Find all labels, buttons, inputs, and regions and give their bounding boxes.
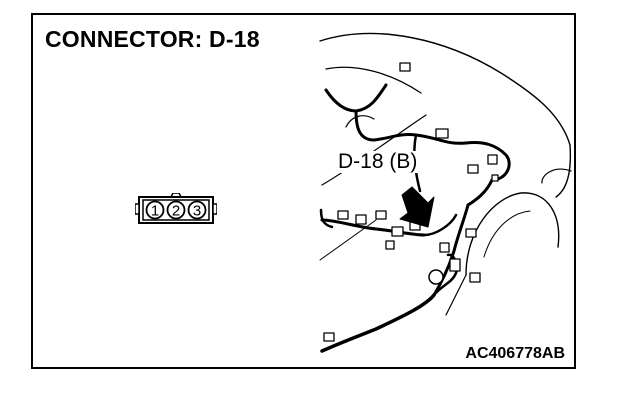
pin-2-label: 2 — [172, 203, 180, 220]
connector-d18-location — [375, 210, 387, 220]
connector-face-icon: 1 2 3 — [135, 193, 217, 224]
pin-2: 2 — [166, 200, 186, 220]
pin-1: 1 — [145, 200, 165, 220]
pin-1-label: 1 — [151, 203, 159, 220]
roof-line — [319, 32, 571, 146]
harness-sill — [320, 293, 436, 353]
wheel-arch — [465, 192, 560, 276]
harness-lower — [320, 218, 426, 237]
location-arrow-icon — [399, 186, 435, 228]
rear-body-line — [555, 144, 572, 198]
pin-3-label: 3 — [193, 203, 201, 220]
harness-upper — [354, 109, 468, 145]
figure-id: AC406778AB — [465, 345, 565, 362]
diagram-frame: CONNECTOR: D-18 1 2 3 — [31, 13, 576, 369]
harness-vertical — [432, 203, 470, 297]
pin-3: 3 — [187, 200, 207, 220]
connector-callout-label: D-18 (B) — [337, 150, 419, 173]
connector-title: CONNECTOR: D-18 — [45, 26, 260, 52]
window-line — [325, 66, 422, 94]
vehicle-harness-drawing — [319, 32, 572, 353]
